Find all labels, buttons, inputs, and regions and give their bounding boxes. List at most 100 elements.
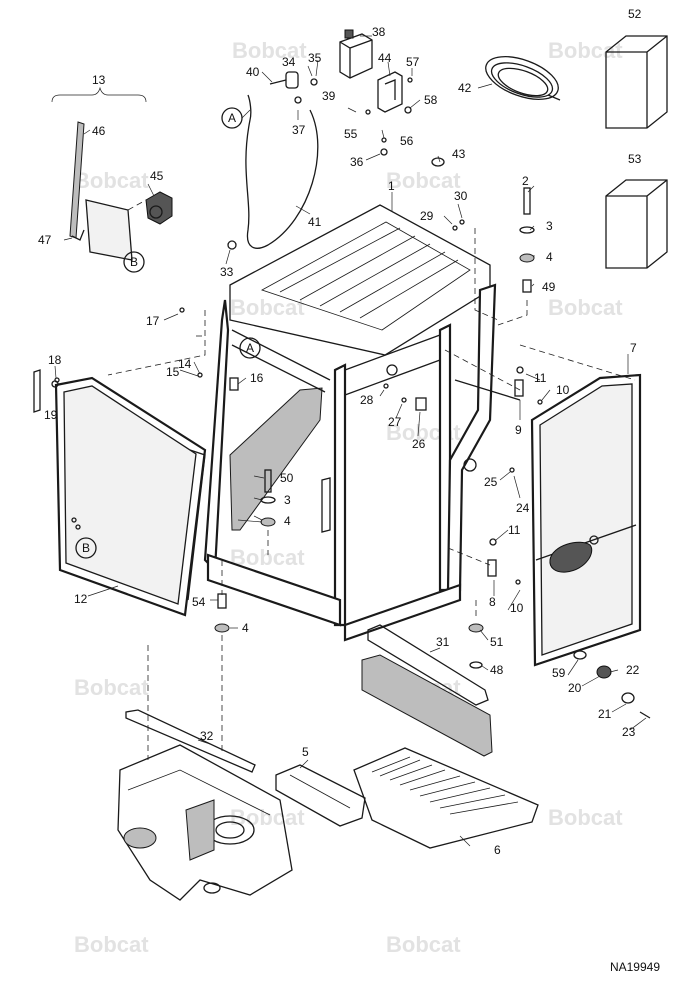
callout-12: 12 bbox=[74, 592, 88, 606]
reference-marker-b-window: B bbox=[75, 537, 97, 559]
part-washer-reservoir-38 bbox=[339, 29, 373, 79]
part-rod-32 bbox=[125, 709, 256, 773]
callout-49: 49 bbox=[542, 280, 556, 294]
callout-labels: 1 2 3 3 4 4 4 5 6 7 8 9 10 10 11 11 12 1… bbox=[38, 7, 642, 857]
callout-15: 15 bbox=[166, 365, 180, 379]
watermark: Bobcat bbox=[386, 168, 461, 193]
part-wiper-arm-46 bbox=[69, 121, 85, 241]
callout-19: 19 bbox=[44, 408, 58, 422]
callout-32: 32 bbox=[200, 729, 214, 743]
part-door-7 bbox=[530, 373, 642, 667]
callout-51: 51 bbox=[490, 635, 504, 649]
callout-44: 44 bbox=[378, 51, 392, 65]
callout-37: 37 bbox=[292, 123, 306, 137]
part-cab-frame-1 bbox=[203, 204, 521, 642]
part-gas-strut-19 bbox=[33, 369, 59, 413]
part-latch-59-20-21 bbox=[573, 650, 651, 719]
callout-38: 38 bbox=[372, 25, 386, 39]
watermarks: Bobcat Bobcat Bobcat Bobcat Bobcat Bobca… bbox=[74, 38, 623, 957]
callout-58: 58 bbox=[424, 93, 438, 107]
callout-3: 3 bbox=[284, 493, 291, 507]
callout-11: 11 bbox=[508, 523, 521, 537]
callout-14: 14 bbox=[178, 357, 192, 371]
callout-4: 4 bbox=[284, 514, 291, 528]
callout-24: 24 bbox=[516, 501, 530, 515]
svg-text:A: A bbox=[246, 341, 254, 355]
callout-25: 25 bbox=[484, 475, 498, 489]
front-glass-detail bbox=[85, 199, 147, 261]
callout-4: 4 bbox=[242, 621, 249, 635]
callout-39: 39 bbox=[322, 89, 336, 103]
part-wiper-motor-45 bbox=[145, 191, 173, 225]
part-box-53 bbox=[605, 179, 668, 269]
callout-43: 43 bbox=[452, 147, 466, 161]
drawing-number: NA19949 bbox=[609, 960, 660, 974]
part-clip-43 bbox=[431, 157, 445, 167]
part-floor-plate-5 bbox=[275, 764, 366, 827]
part-hinge-9 bbox=[514, 379, 524, 397]
callout-18: 18 bbox=[48, 353, 62, 367]
callout-52: 52 bbox=[628, 7, 642, 21]
watermark: Bobcat bbox=[74, 675, 149, 700]
callout-2: 2 bbox=[522, 174, 529, 188]
part-pump-34 bbox=[269, 71, 318, 104]
watermark: Bobcat bbox=[386, 932, 461, 957]
callout-5: 5 bbox=[302, 745, 309, 759]
svg-text:B: B bbox=[130, 255, 138, 269]
callout-46: 46 bbox=[92, 124, 106, 138]
watermark: Bobcat bbox=[548, 805, 623, 830]
callout-21: 21 bbox=[598, 707, 612, 721]
part-side-window-12 bbox=[54, 376, 207, 617]
callout-22: 22 bbox=[626, 663, 640, 677]
callout-3: 3 bbox=[546, 219, 553, 233]
reference-marker-a-top: A bbox=[221, 107, 251, 129]
part-hinge-8 bbox=[487, 559, 497, 577]
callout-55: 55 bbox=[344, 127, 358, 141]
callout-8: 8 bbox=[489, 595, 496, 609]
callout-48: 48 bbox=[490, 663, 504, 677]
callout-33: 33 bbox=[220, 265, 234, 279]
part-rail-31 bbox=[361, 624, 493, 757]
watermark: Bobcat bbox=[74, 932, 149, 957]
svg-text:A: A bbox=[228, 111, 236, 125]
callout-41: 41 bbox=[308, 215, 322, 229]
callout-7: 7 bbox=[630, 341, 637, 355]
watermark: Bobcat bbox=[548, 38, 623, 63]
callout-6: 6 bbox=[494, 843, 501, 857]
callout-10: 10 bbox=[510, 601, 524, 615]
part-box-52 bbox=[605, 35, 668, 129]
watermark: Bobcat bbox=[74, 168, 149, 193]
reference-marker-b-wiper: B bbox=[123, 251, 145, 273]
callout-47: 47 bbox=[38, 233, 52, 247]
callout-9: 9 bbox=[515, 423, 522, 437]
callout-29: 29 bbox=[420, 209, 434, 223]
callout-26: 26 bbox=[412, 437, 426, 451]
watermark: Bobcat bbox=[232, 38, 307, 63]
leader-lines bbox=[39, 35, 647, 847]
chassis-base-frame bbox=[117, 744, 293, 901]
callout-1: 1 bbox=[388, 179, 395, 193]
callout-53: 53 bbox=[628, 152, 642, 166]
callout-4: 4 bbox=[546, 250, 553, 264]
callout-54: 54 bbox=[192, 595, 206, 609]
part-floor-mat-6 bbox=[353, 747, 539, 849]
callout-31: 31 bbox=[436, 635, 450, 649]
watermark: Bobcat bbox=[230, 295, 305, 320]
reference-marker-a-cab: A bbox=[239, 337, 261, 359]
callout-59: 59 bbox=[552, 666, 566, 680]
callout-57: 57 bbox=[406, 55, 420, 69]
callout-56: 56 bbox=[400, 134, 414, 148]
part-bracket-44 bbox=[377, 71, 403, 113]
callout-36: 36 bbox=[350, 155, 364, 169]
callout-10: 10 bbox=[556, 383, 570, 397]
callout-45: 45 bbox=[150, 169, 164, 183]
callout-34: 34 bbox=[282, 55, 296, 69]
svg-text:B: B bbox=[82, 541, 90, 555]
part-hose-seal-42 bbox=[485, 56, 561, 101]
callout-28: 28 bbox=[360, 393, 374, 407]
callout-50: 50 bbox=[280, 471, 294, 485]
callout-27: 27 bbox=[388, 415, 402, 429]
callout-11: 11 bbox=[534, 371, 547, 385]
